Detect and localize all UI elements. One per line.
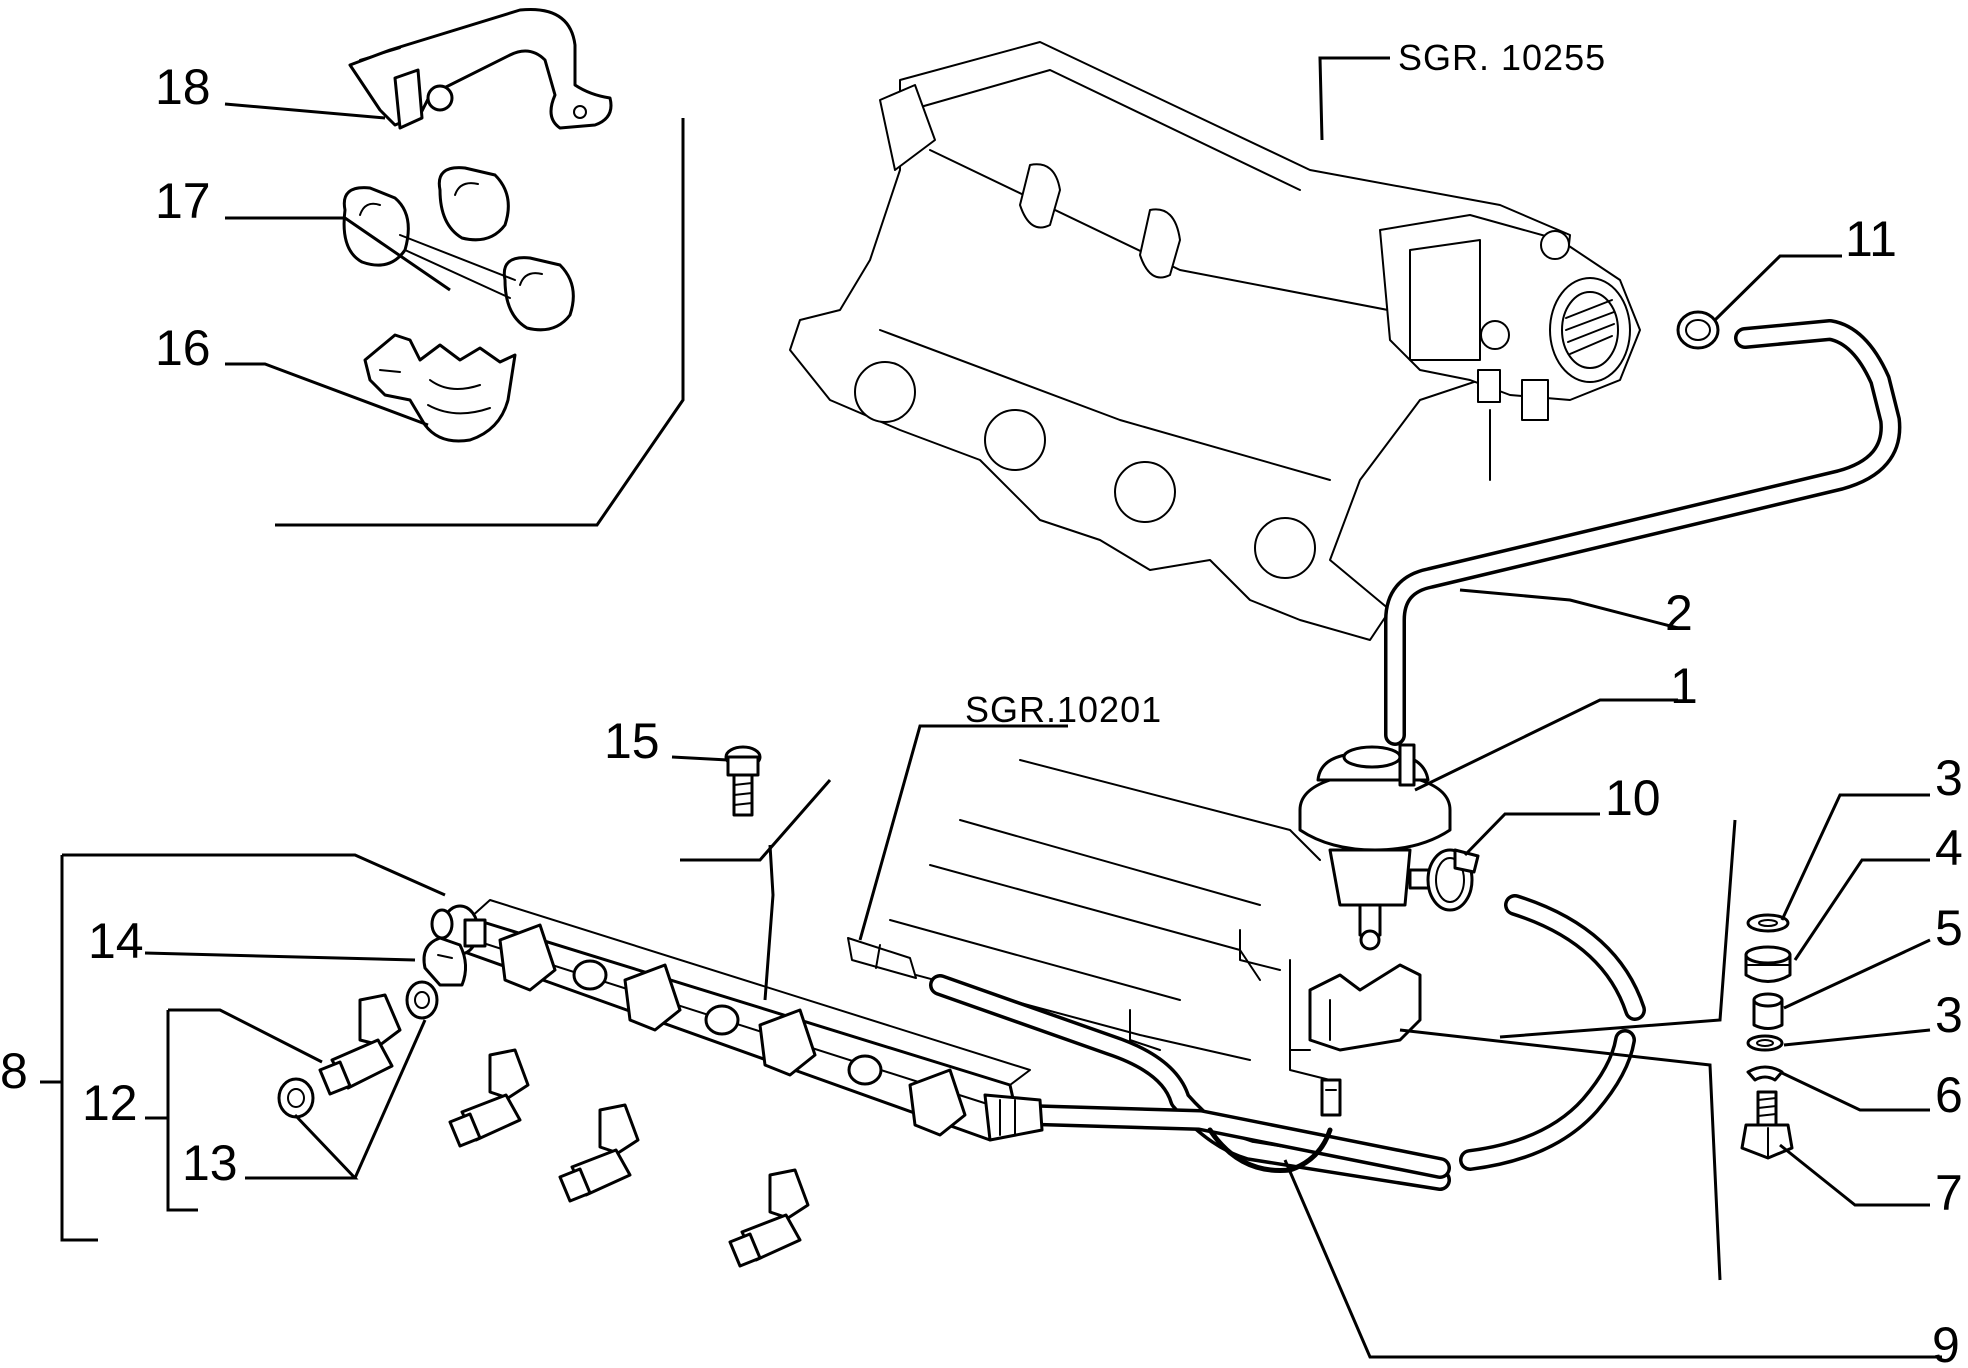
hardware-stack <box>1740 913 1794 1160</box>
leader-lines <box>40 56 1942 1359</box>
retaining-clip-14 <box>422 936 467 987</box>
washer-3-bottom <box>1746 1034 1784 1052</box>
intake-manifold-drawing <box>789 41 1641 641</box>
callout-2: 2 <box>1665 585 1693 641</box>
callout-4: 4 <box>1935 820 1963 876</box>
clamp-18 <box>348 7 613 130</box>
inset-border <box>275 118 685 527</box>
callout-6: 6 <box>1935 1067 1963 1123</box>
callout-17: 17 <box>155 173 211 229</box>
callout-8: 8 <box>0 1043 28 1099</box>
callout-16: 16 <box>155 320 211 376</box>
callout-9: 9 <box>1932 1317 1960 1368</box>
washer-3-top <box>1746 913 1790 933</box>
fuel-injector <box>728 1168 810 1268</box>
callout-15: 15 <box>604 713 660 769</box>
spacer-5 <box>1752 998 1784 1030</box>
hose-10 <box>1459 894 1646 1171</box>
callout-14: 14 <box>88 913 144 969</box>
fuel-injector <box>448 1048 530 1148</box>
regulator-bracket <box>1289 959 1422 1052</box>
fuel-return-hose <box>929 974 1451 1191</box>
fuel-injector <box>558 1103 640 1203</box>
callout-3-bottom: 3 <box>1935 987 1963 1043</box>
fuel-injector-12 <box>318 993 402 1096</box>
callout-labels: 1 2 3 4 5 3 6 7 8 9 10 11 12 13 14 15 16… <box>0 59 1963 1368</box>
clamp-17 <box>342 166 575 332</box>
fuel-pressure-regulator <box>1298 743 1452 951</box>
engine-block-drawing <box>847 759 1331 1081</box>
callout-13: 13 <box>182 1135 238 1191</box>
bolt-15 <box>724 745 762 817</box>
callout-7: 7 <box>1935 1165 1963 1221</box>
lock-washer-6 <box>1746 1065 1784 1082</box>
reference-sgr-10201: SGR.10201 <box>965 689 1162 730</box>
callout-11: 11 <box>1845 211 1897 267</box>
callout-10: 10 <box>1605 770 1661 826</box>
hose-clamp-10 <box>1426 848 1480 912</box>
fuel-rail <box>430 899 1044 1142</box>
vacuum-hose-2 <box>1384 319 1902 746</box>
clamp-16 <box>363 333 517 443</box>
callout-1: 1 <box>1670 658 1698 714</box>
callout-12: 12 <box>82 1075 138 1131</box>
reference-sgr-10255: SGR. 10255 <box>1398 37 1606 78</box>
hose-clamp-11 <box>1676 310 1720 350</box>
callout-18: 18 <box>155 59 211 115</box>
small-clip <box>1320 1078 1342 1117</box>
callout-5: 5 <box>1935 900 1963 956</box>
injector-seal-13 <box>277 980 439 1119</box>
callout-3-top: 3 <box>1935 750 1963 806</box>
